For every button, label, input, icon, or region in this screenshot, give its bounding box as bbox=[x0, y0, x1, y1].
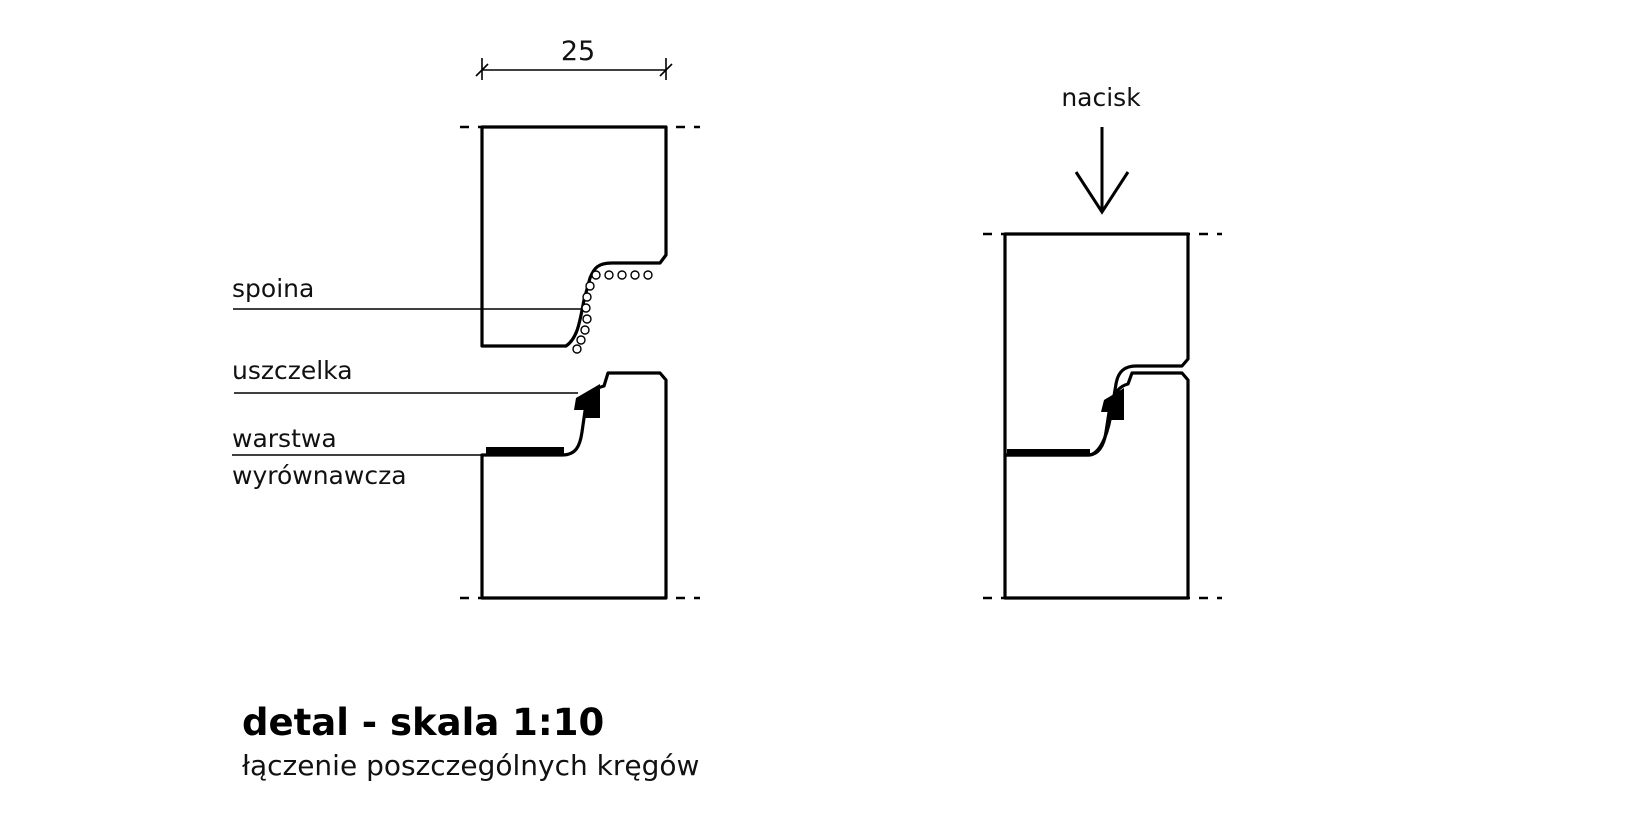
caption-subtitle: łączenie poszczególnych kręgów bbox=[242, 749, 699, 782]
dimension-value: 25 bbox=[561, 36, 595, 67]
label-nacisk: nacisk bbox=[1061, 83, 1141, 112]
label-warstwa-line1: warstwa bbox=[232, 424, 337, 453]
load-arrow: nacisk bbox=[1061, 83, 1141, 215]
levelling-layer bbox=[486, 447, 564, 454]
caption-title: detal - skala 1:10 bbox=[242, 701, 604, 744]
dimension-line: 25 bbox=[475, 36, 673, 80]
label-uszczelka: uszczelka bbox=[232, 356, 353, 385]
weld-bead bbox=[572, 270, 653, 354]
gasket-assembled bbox=[1101, 388, 1124, 420]
label-warstwa-line2: wyrównawcza bbox=[232, 461, 407, 490]
upper-ring-segment bbox=[460, 125, 700, 348]
label-spoina: spoina bbox=[232, 274, 314, 303]
assembled-ring-segments bbox=[983, 232, 1222, 600]
gasket bbox=[574, 384, 600, 418]
levelling-layer-assembled bbox=[1007, 449, 1090, 456]
